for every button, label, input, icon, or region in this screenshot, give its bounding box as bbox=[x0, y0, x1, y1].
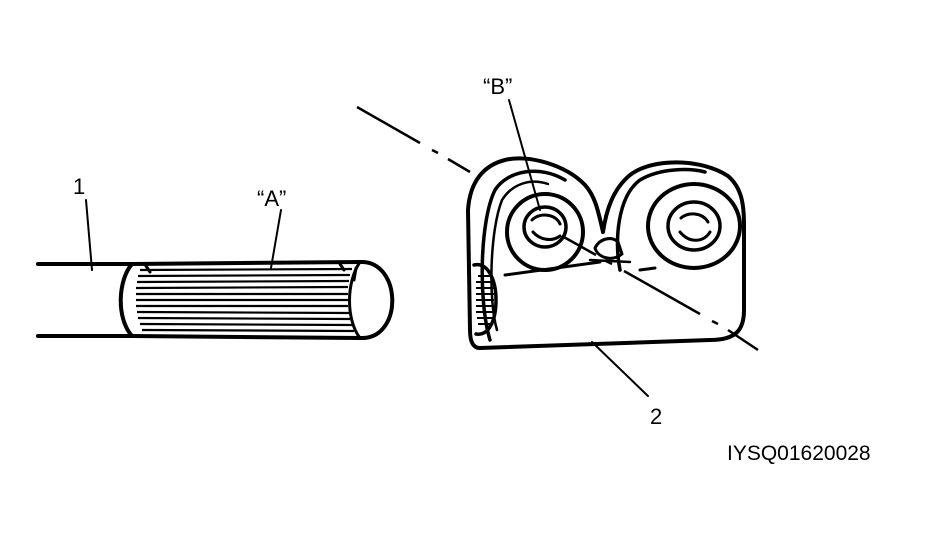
label-part-1: 1 bbox=[73, 174, 85, 199]
hub-spline-hatching bbox=[476, 275, 494, 325]
label-mark-a: “A” bbox=[257, 186, 286, 211]
yoke bbox=[466, 99, 746, 397]
label-mark-b: “B” bbox=[483, 74, 512, 99]
center-line bbox=[356, 105, 759, 352]
splined-shaft bbox=[36, 199, 395, 341]
spline-ridges bbox=[135, 267, 355, 333]
label-part-2: 2 bbox=[650, 404, 662, 429]
figure-code: IYSQ01620028 bbox=[727, 442, 871, 465]
